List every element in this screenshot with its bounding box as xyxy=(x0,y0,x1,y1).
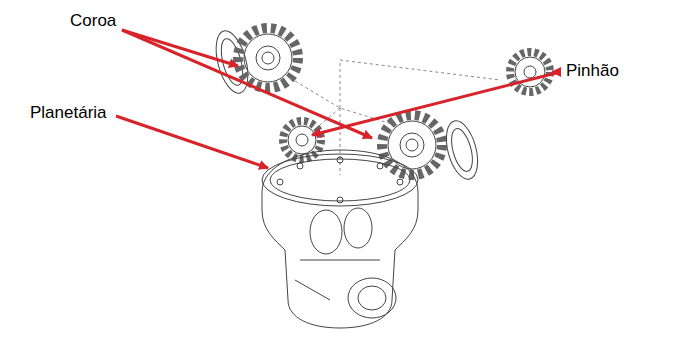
part-label: Coroa xyxy=(70,12,116,31)
part-label: Planetária xyxy=(30,104,107,123)
leader-arrows xyxy=(116,30,560,168)
part-label: Pinhão xyxy=(566,62,619,81)
